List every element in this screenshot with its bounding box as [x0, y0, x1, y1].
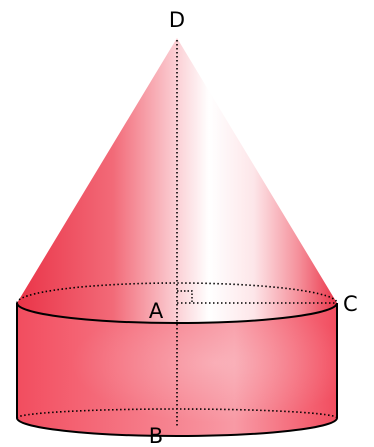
right-angle-marker	[177, 290, 193, 303]
top-ellipse-front-edge	[16, 302, 338, 324]
label-A: A	[149, 299, 164, 323]
top-ellipse-back-edge	[16, 282, 338, 304]
label-C: C	[343, 292, 358, 316]
label-D: D	[169, 8, 185, 32]
bottom-ellipse-front-edge	[16, 417, 338, 437]
label-B: B	[149, 424, 163, 447]
